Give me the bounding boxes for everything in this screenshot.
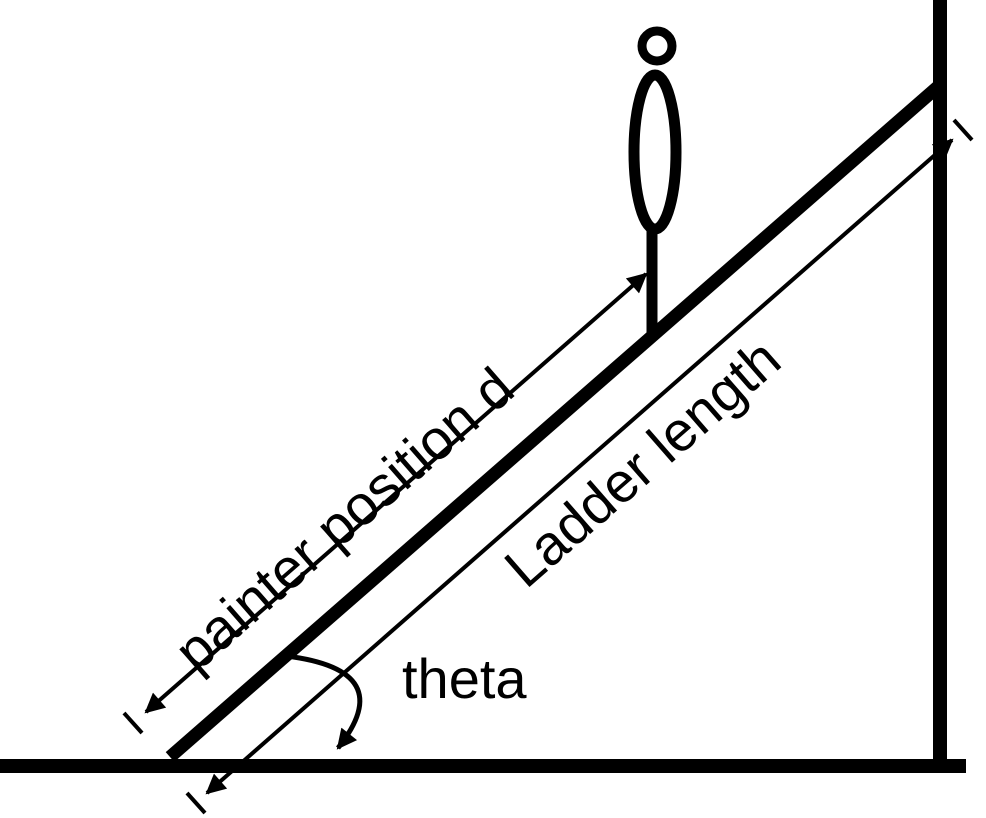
painter-head bbox=[637, 26, 677, 66]
ladder-length-bottom-tick bbox=[185, 791, 207, 815]
theta-label: theta bbox=[402, 647, 527, 710]
painter-position-end-tick bbox=[122, 711, 144, 735]
theta-angle: theta bbox=[285, 647, 527, 750]
theta-arc bbox=[285, 653, 363, 750]
ladder-length-top-tick bbox=[952, 118, 974, 142]
painter-body bbox=[628, 69, 682, 235]
ladder-length-arrow bbox=[205, 138, 954, 795]
